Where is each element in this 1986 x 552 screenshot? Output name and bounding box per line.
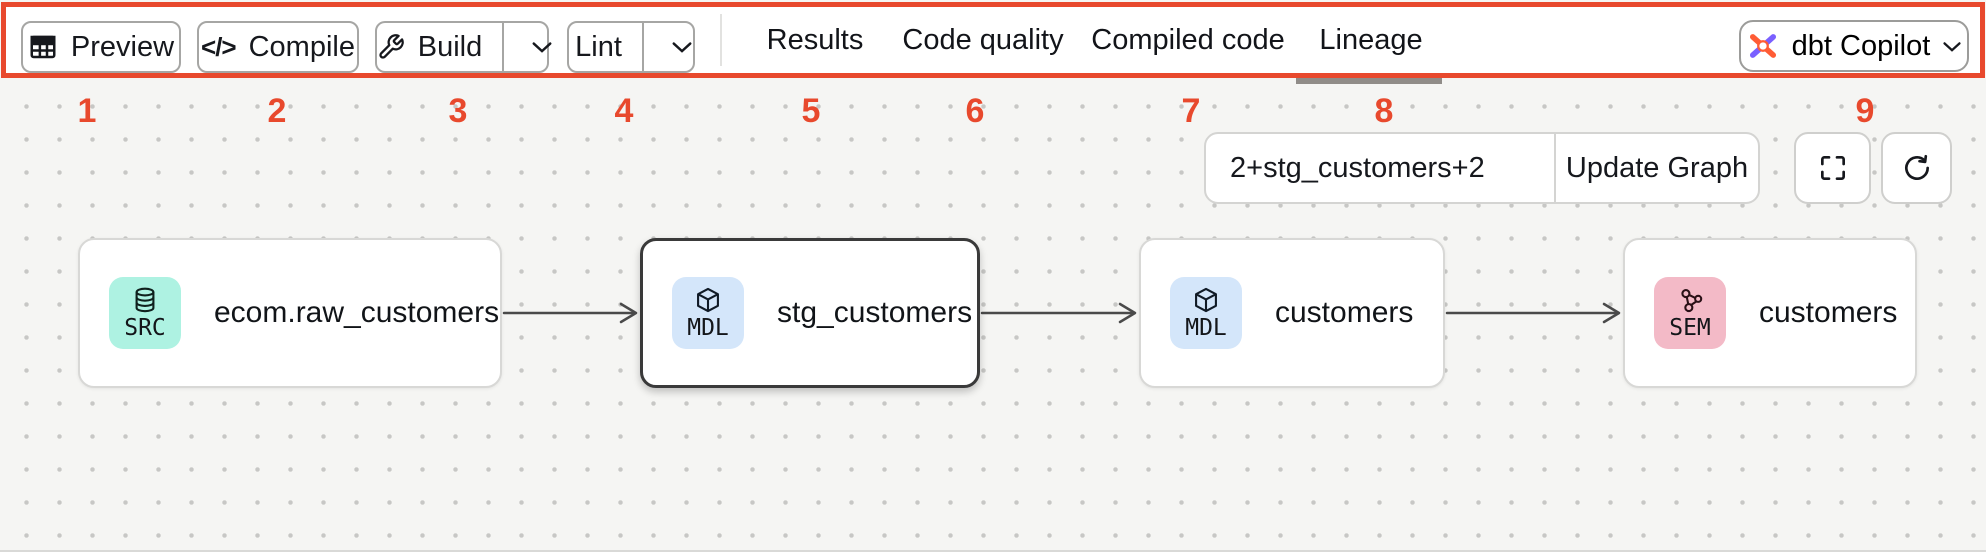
lint-split-button: Lint bbox=[567, 21, 695, 73]
edge-arrowhead bbox=[619, 302, 638, 324]
tab-lineage[interactable]: Lineage bbox=[1319, 23, 1423, 56]
lint-dropdown-toggle[interactable] bbox=[657, 23, 707, 71]
wrench-icon bbox=[379, 34, 404, 59]
toolbar-divider bbox=[720, 14, 722, 66]
compile-label: Compile bbox=[248, 30, 355, 63]
node-label: customers bbox=[1275, 296, 1414, 329]
refresh-icon bbox=[1904, 154, 1929, 180]
preview-label: Preview bbox=[70, 30, 175, 63]
table-icon bbox=[30, 35, 56, 59]
edge-arrowhead bbox=[1118, 302, 1137, 324]
dbt-logo-icon bbox=[1749, 34, 1776, 58]
build-button[interactable]: Build bbox=[357, 23, 505, 71]
model-badge: MDL bbox=[672, 277, 744, 349]
edge-arrowhead bbox=[1602, 302, 1621, 324]
annotation-number-3: 3 bbox=[448, 92, 468, 130]
chevron-down-icon bbox=[1943, 41, 1961, 52]
code-icon: </> bbox=[201, 31, 237, 62]
cube-icon bbox=[697, 287, 719, 313]
node-label: ecom.raw_customers bbox=[214, 296, 500, 329]
database-icon bbox=[135, 287, 155, 313]
compile-button[interactable]: </> Compile bbox=[197, 21, 359, 73]
fullscreen-icon bbox=[1820, 156, 1845, 180]
network-icon bbox=[1681, 289, 1703, 313]
lineage-node-ecom-raw-customers[interactable]: SRC ecom.raw_customers bbox=[78, 238, 502, 388]
tab-compiled-code[interactable]: Compiled code bbox=[1091, 23, 1285, 56]
selector-value: 2+stg_customers+2 bbox=[1230, 151, 1485, 184]
editor-toolbar-annotation-box: Preview </> Compile Build Lint Results C… bbox=[1, 2, 1985, 78]
annotation-number-9: 9 bbox=[1855, 92, 1875, 130]
lineage-selector-input[interactable]: 2+stg_customers+2 bbox=[1206, 134, 1556, 202]
dbt-copilot-button[interactable]: dbt Copilot bbox=[1739, 20, 1969, 72]
tab-code-quality[interactable]: Code quality bbox=[902, 23, 1064, 56]
source-badge: SRC bbox=[109, 277, 181, 349]
chevron-down-icon bbox=[672, 42, 692, 53]
annotation-number-7: 7 bbox=[1181, 92, 1201, 130]
annotation-number-6: 6 bbox=[965, 92, 985, 130]
badge-label: SRC bbox=[124, 315, 166, 341]
annotation-number-8: 8 bbox=[1374, 92, 1394, 130]
build-split-button: Build bbox=[375, 21, 552, 73]
badge-label: SEM bbox=[1669, 315, 1711, 341]
active-tab-indicator bbox=[1296, 78, 1442, 84]
cube-icon bbox=[1195, 287, 1217, 313]
preview-button[interactable]: Preview bbox=[21, 21, 181, 73]
chevron-down-icon bbox=[532, 42, 552, 53]
lint-label: Lint bbox=[575, 30, 622, 63]
update-graph-button[interactable]: Update Graph bbox=[1565, 151, 1749, 184]
fullscreen-button[interactable] bbox=[1794, 132, 1871, 204]
annotation-number-1: 1 bbox=[77, 92, 97, 130]
build-label: Build bbox=[417, 30, 483, 63]
build-dropdown-toggle[interactable] bbox=[517, 23, 567, 71]
lineage-node-customers-semantic[interactable]: SEM customers bbox=[1623, 238, 1917, 388]
model-badge: MDL bbox=[1170, 277, 1242, 349]
lineage-node-customers-model[interactable]: MDL customers bbox=[1139, 238, 1445, 388]
badge-label: MDL bbox=[1185, 315, 1227, 341]
semantic-badge: SEM bbox=[1654, 277, 1726, 349]
annotation-number-5: 5 bbox=[801, 92, 821, 130]
node-label: customers bbox=[1759, 296, 1898, 329]
lineage-selector-group: 2+stg_customers+2 Update Graph bbox=[1204, 132, 1760, 204]
lineage-node-stg-customers[interactable]: MDL stg_customers bbox=[640, 238, 980, 388]
tab-results[interactable]: Results bbox=[766, 23, 864, 56]
node-label: stg_customers bbox=[777, 296, 973, 329]
badge-label: MDL bbox=[687, 315, 729, 341]
lint-button[interactable]: Lint bbox=[555, 23, 644, 71]
annotation-number-4: 4 bbox=[614, 92, 634, 130]
refresh-button[interactable] bbox=[1881, 132, 1952, 204]
annotation-number-2: 2 bbox=[267, 92, 287, 130]
copilot-label: dbt Copilot bbox=[1791, 29, 1931, 62]
